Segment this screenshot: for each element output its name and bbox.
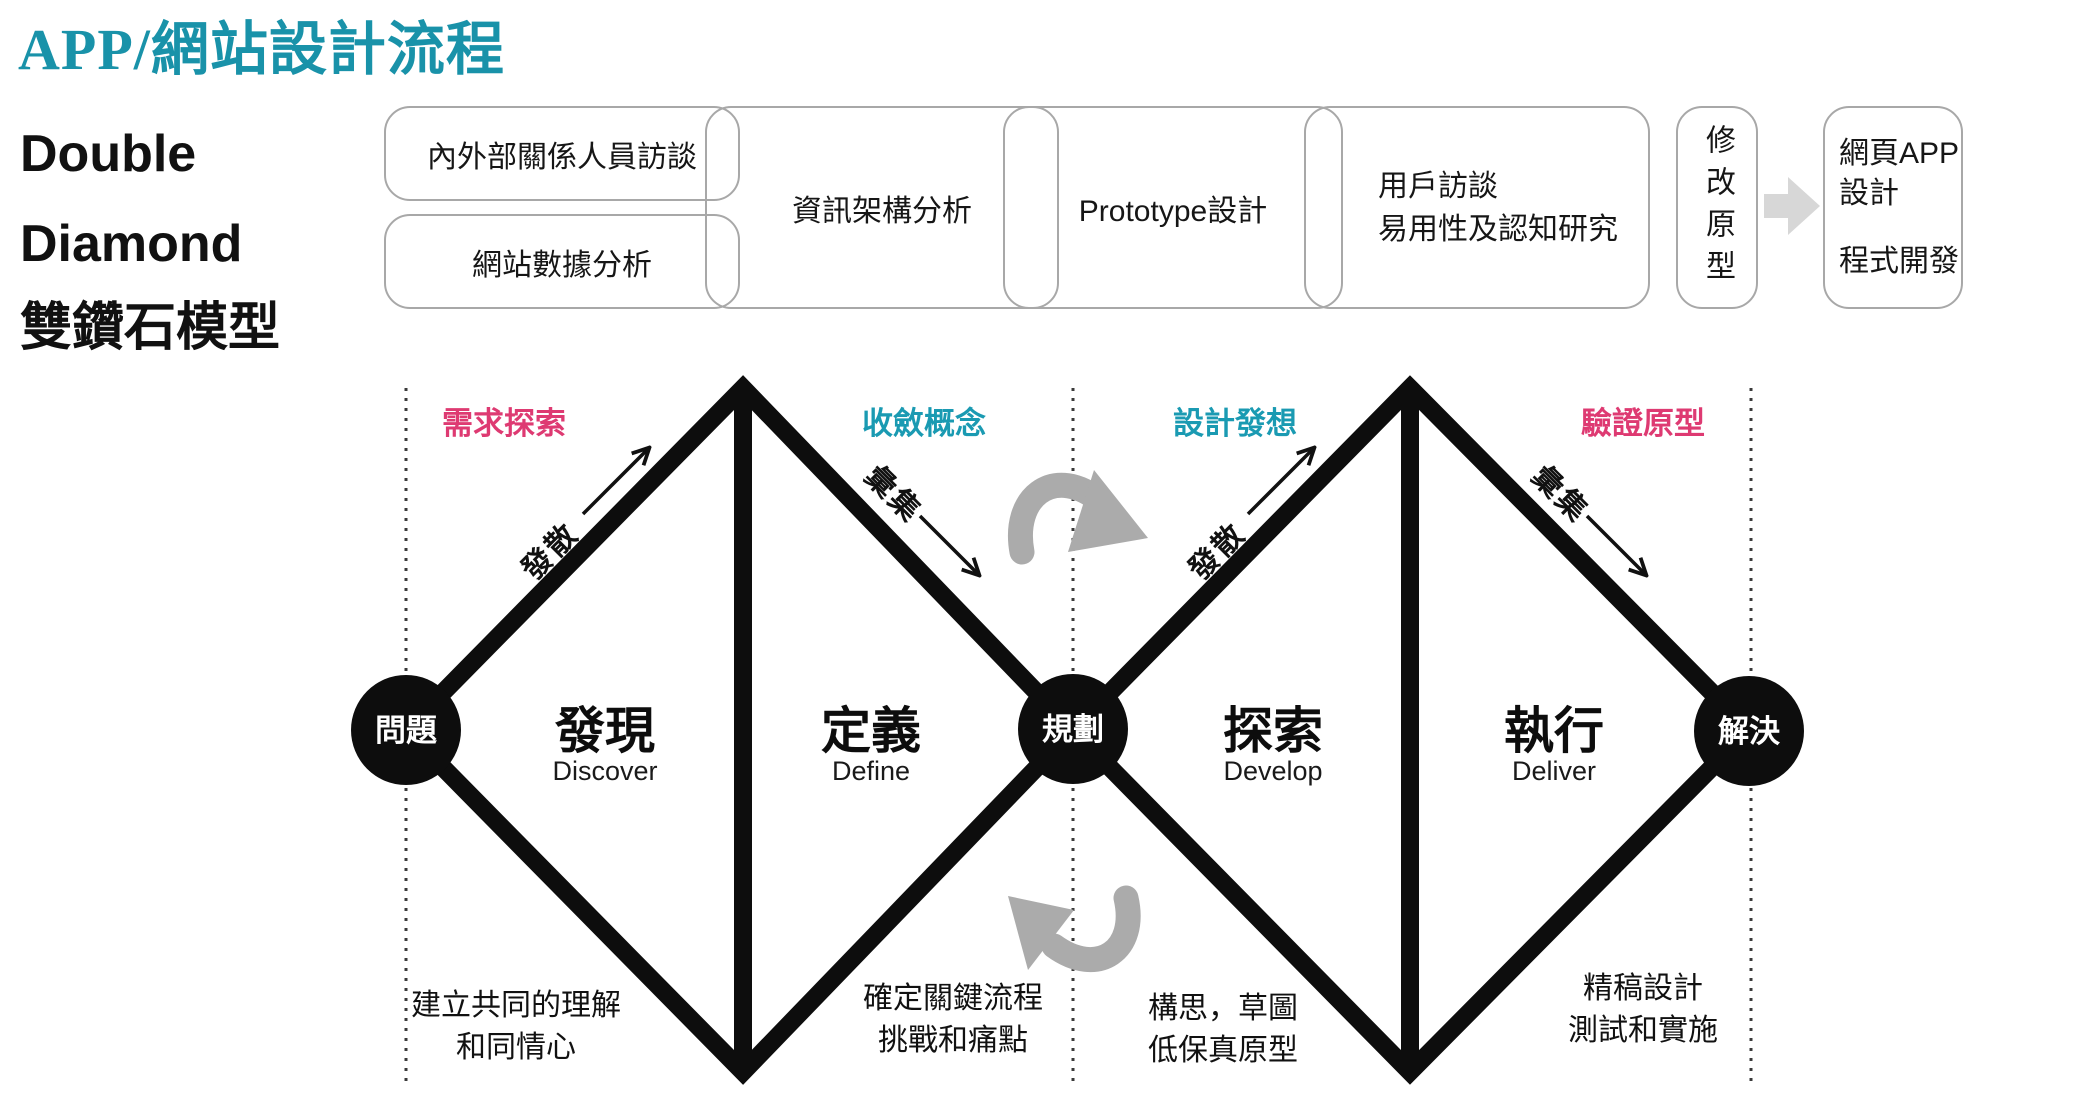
note-line: 確定關鍵流程 bbox=[863, 982, 1043, 1015]
converge-arrow-2-icon bbox=[1585, 514, 1645, 574]
subtitle-double: Double bbox=[20, 125, 197, 183]
diverge-arrow-1-icon bbox=[581, 449, 648, 516]
process-box-web-app-dev: 網頁APP 設計 程式開發 bbox=[1823, 106, 1963, 309]
phase-label-design-ideation: 設計發想 bbox=[1173, 406, 1297, 441]
process-box-site-data-analysis: 網站數據分析 bbox=[384, 214, 740, 309]
stage-develop-en: Develop bbox=[1223, 756, 1323, 786]
stage-discover-en: Discover bbox=[552, 756, 658, 786]
process-box-line: 網頁APP bbox=[1839, 136, 1960, 170]
note-line: 精稿設計 bbox=[1583, 972, 1703, 1005]
process-box-user-research: 用戶訪談 易用性及認知研究 bbox=[1304, 106, 1650, 309]
process-box-label: 網站數據分析 bbox=[472, 248, 652, 282]
note-line: 和同情心 bbox=[456, 1031, 576, 1064]
right-block-arrow-icon bbox=[1764, 177, 1820, 235]
note-deliver: 精稿設計 測試和實施 bbox=[1478, 968, 1808, 1052]
node-plan-label: 規劃 bbox=[1042, 712, 1104, 747]
note-define: 確定關鍵流程 挑戰和痛點 bbox=[788, 978, 1118, 1062]
phase-label-discover-needs: 需求探索 bbox=[442, 406, 566, 441]
phase-label-validate-prototype: 驗證原型 bbox=[1581, 406, 1705, 441]
process-box-label: 資訊架構分析 bbox=[792, 194, 972, 228]
process-box-line: 設計 bbox=[1839, 176, 1899, 210]
process-box-stakeholder-interviews: 內外部關係人員訪談 bbox=[384, 106, 740, 201]
page-title: APP/網站設計流程 bbox=[18, 17, 505, 82]
process-box-label: Prototype設計 bbox=[1078, 194, 1268, 228]
note-develop: 構思，草圖 低保真原型 bbox=[1058, 988, 1388, 1072]
swoosh-arrow-back-icon bbox=[1008, 885, 1141, 973]
phase-label-converge-concepts: 收斂概念 bbox=[862, 406, 986, 441]
swoosh-arrow-forward-icon bbox=[1008, 470, 1148, 565]
process-box-label-vertical: 修改原型 bbox=[1701, 123, 1734, 292]
stage-develop-zh: 探索 bbox=[1223, 703, 1323, 759]
stage-discover-zh: 發現 bbox=[555, 703, 655, 759]
stage-define-en: Define bbox=[831, 756, 911, 786]
process-box-prototype-design: Prototype設計 bbox=[1003, 106, 1343, 309]
node-solution-label: 解決 bbox=[1718, 714, 1780, 749]
node-solution-circle bbox=[1694, 676, 1804, 786]
note-line: 構思，草圖 bbox=[1148, 992, 1298, 1025]
node-plan-circle bbox=[1018, 674, 1128, 784]
process-box-line: 用戶訪談 bbox=[1378, 169, 1498, 203]
process-box-label: 內外部關係人員訪談 bbox=[427, 140, 697, 174]
stage-deliver-en: Deliver bbox=[1511, 756, 1597, 786]
process-box-ia-analysis: 資訊架構分析 bbox=[705, 106, 1059, 309]
node-problem-circle bbox=[351, 675, 461, 785]
subtitle-diamond: Diamond bbox=[20, 215, 243, 273]
process-box-line: 程式開發 bbox=[1839, 244, 1959, 278]
node-problem-label: 問題 bbox=[375, 713, 437, 748]
converge-arrow-1-icon bbox=[918, 514, 978, 574]
note-line: 測試和實施 bbox=[1568, 1014, 1718, 1047]
process-box-line: 易用性及認知研究 bbox=[1378, 212, 1618, 246]
stage-define-zh: 定義 bbox=[821, 703, 921, 759]
note-line: 建立共同的理解 bbox=[411, 989, 621, 1022]
process-box-revise-prototype: 修改原型 bbox=[1676, 106, 1758, 309]
note-discover: 建立共同的理解 和同情心 bbox=[351, 985, 681, 1069]
note-line: 低保真原型 bbox=[1148, 1034, 1298, 1067]
stage-deliver-zh: 執行 bbox=[1504, 703, 1604, 759]
subtitle-model: 雙鑽石模型 bbox=[20, 299, 281, 357]
note-line: 挑戰和痛點 bbox=[878, 1024, 1028, 1057]
diverge-arrow-2-icon bbox=[1246, 449, 1313, 516]
